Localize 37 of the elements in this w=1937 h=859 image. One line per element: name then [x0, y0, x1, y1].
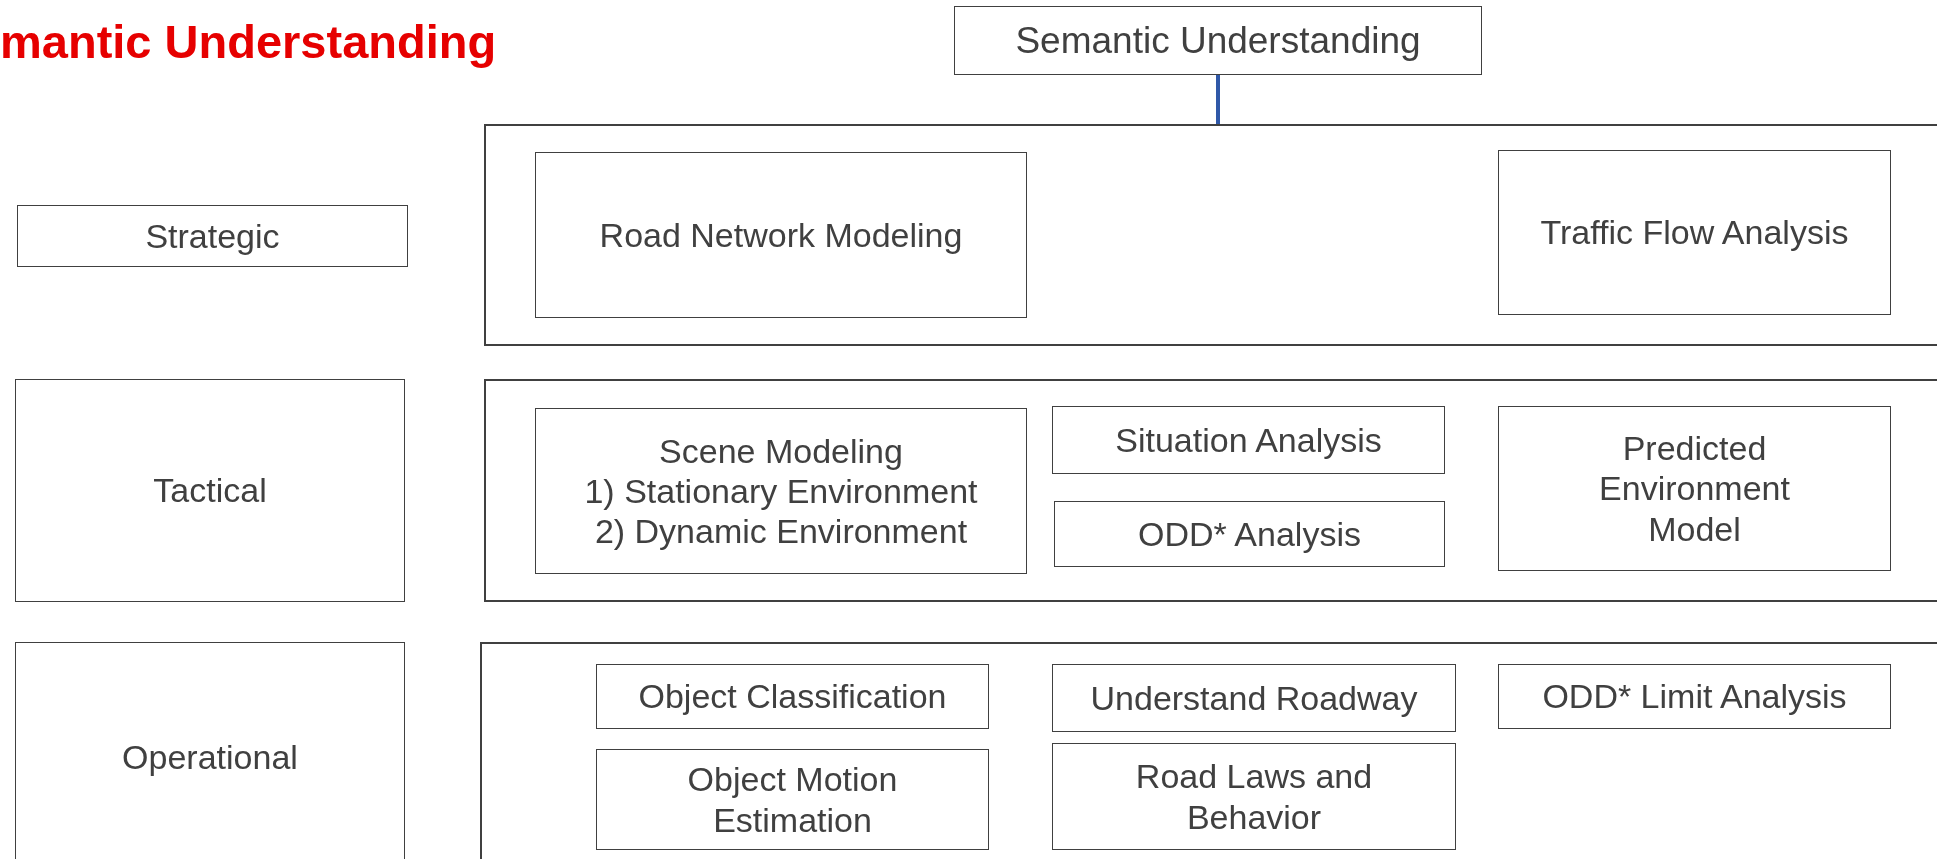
diagram-title: mantic Understanding — [0, 14, 497, 69]
box-text: Situation Analysis — [1115, 419, 1382, 461]
box-text: Operational — [122, 736, 298, 778]
root-box — [954, 6, 1482, 75]
box-text: ODD* Analysis — [1138, 513, 1361, 555]
box-text: Traffic Flow Analysis — [1540, 212, 1849, 253]
label-box — [535, 408, 1027, 574]
label-box — [15, 642, 405, 859]
group-panel — [484, 124, 1937, 346]
box-text: Road Laws and Behavior — [1134, 756, 1374, 837]
box-text: Predicted Environment Model — [1598, 428, 1791, 549]
box-text: Tactical — [153, 470, 267, 511]
box-text: Scene Modeling — [659, 430, 903, 471]
label-box — [535, 152, 1027, 318]
box-text: Object Classification — [638, 676, 947, 717]
group-panel — [480, 642, 1937, 859]
box-text: Strategic — [145, 215, 280, 257]
label-box — [1498, 664, 1891, 729]
label-box — [596, 749, 989, 850]
label-box — [1498, 406, 1891, 571]
box-text: 2) Dynamic Environment — [594, 511, 968, 552]
box-text: Road Network Modeling — [599, 214, 963, 256]
label-box — [15, 379, 405, 602]
label-box — [1054, 501, 1445, 567]
label-box — [1498, 150, 1891, 315]
group-panel — [484, 379, 1937, 602]
label-box — [1052, 664, 1456, 732]
label-box — [17, 205, 408, 267]
label-box — [1052, 406, 1445, 474]
connector-line — [1216, 75, 1220, 124]
label-box — [1052, 743, 1456, 850]
box-text: Object Motion Estimation — [686, 759, 899, 840]
box-text: 1) Stationary Environment — [584, 470, 978, 512]
box-text: Understand Roadway — [1090, 677, 1418, 719]
label-box — [596, 664, 989, 729]
box-text: Semantic Understanding — [1015, 18, 1421, 63]
box-text: ODD* Limit Analysis — [1542, 676, 1847, 717]
